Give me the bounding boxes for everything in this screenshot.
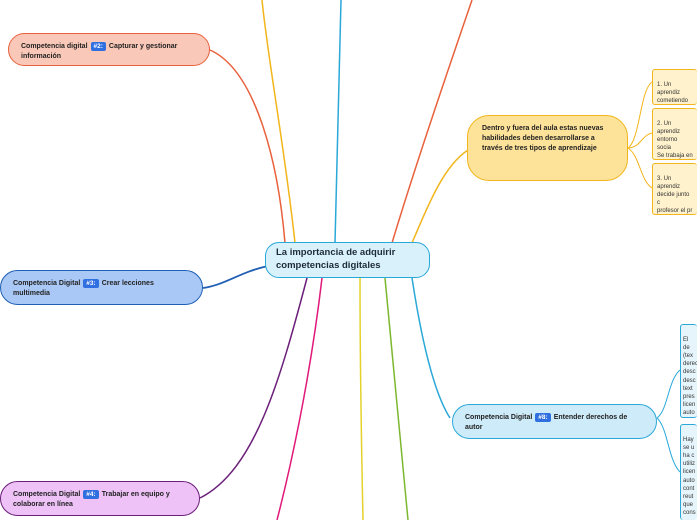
node-capturar-badge: #2:: [90, 42, 106, 52]
node-trabajar-equipo[interactable]: Competencia Digital#4:Trabajar en equipo…: [0, 481, 200, 516]
connector-leaf-aprendizaje-3: [627, 147, 653, 189]
connector-equipo: [199, 277, 308, 499]
leaf-aprendizaje-1[interactable]: 1. Un aprendiz cometiendo errores y volv: [652, 69, 697, 105]
leaf-aprendizaje-3-text: 3. Un aprendiz decide junto c profesor e…: [657, 176, 693, 215]
connector-aprendizaje: [411, 149, 469, 244]
leaf-autor-2-text: Hay se u ha c utiliz licen auto cont reu…: [683, 437, 696, 516]
node-lecciones-prefix: Competencia Digital: [13, 280, 81, 287]
connector-leaf-aprendizaje-1: [627, 81, 653, 149]
leaf-aprendizaje-2-text: 2. Un aprendiz entorno socia Se trabaja …: [657, 121, 693, 160]
connector-autor: [411, 277, 451, 419]
leaf-aprendizaje-1-text: 1. Un aprendiz cometiendo errores y volv: [657, 82, 689, 105]
leaf-autor-1-text: El de (tex derec desc desc text pres lic…: [683, 337, 697, 416]
connector-lecciones: [202, 265, 269, 289]
connector-leaf-aprendizaje-2: [627, 132, 653, 149]
leaf-autor-2[interactable]: Hay se u ha c utiliz licen auto cont reu…: [680, 424, 697, 520]
node-tipos-aprendizaje[interactable]: Dentro y fuera del aula estas nuevas hab…: [467, 115, 628, 181]
connector-bottom-magenta: [276, 277, 323, 520]
connector-top-blue: [334, 0, 342, 244]
connector-leaf-autor-1: [656, 369, 681, 419]
connector-top-orange: [261, 0, 296, 244]
node-equipo-prefix: Competencia Digital: [13, 491, 81, 498]
node-autor-label: Entender derechos de autor: [465, 414, 628, 432]
node-autor-prefix: Competencia Digital: [465, 414, 533, 421]
leaf-aprendizaje-3[interactable]: 3. Un aprendiz decide junto c profesor e…: [652, 163, 697, 215]
connector-leaf-autor-2: [656, 417, 681, 473]
node-aprendizaje-label: Dentro y fuera del aula estas nuevas hab…: [482, 125, 604, 153]
node-lecciones-label: Crear lecciones multimedia: [13, 280, 154, 298]
connector-top-red: [391, 0, 473, 244]
node-equipo-label: Trabajar en equipo y colaborar en línea: [13, 491, 170, 509]
connector-bottom-green: [384, 277, 409, 520]
connector-capturar: [209, 49, 286, 244]
node-capturar-label: Capturar y gestionar información: [21, 43, 178, 61]
leaf-aprendizaje-2[interactable]: 2. Un aprendiz entorno socia Se trabaja …: [652, 108, 697, 160]
leaf-autor-1[interactable]: El de (tex derec desc desc text pres lic…: [680, 324, 697, 418]
node-crear-lecciones[interactable]: Competencia Digital#3:Crear lecciones mu…: [0, 270, 203, 305]
central-topic[interactable]: La importancia de adquirir competencias …: [265, 242, 430, 278]
connector-bottom-yellow: [359, 277, 364, 520]
node-capturar-informacion[interactable]: Competencia digital#2:Capturar y gestion…: [8, 33, 210, 66]
node-lecciones-badge: #3:: [83, 279, 99, 289]
node-equipo-badge: #4:: [83, 490, 99, 500]
central-topic-title: La importancia de adquirir competencias …: [276, 247, 396, 271]
node-capturar-prefix: Competencia digital: [21, 43, 88, 50]
node-derechos-autor[interactable]: Competencia Digital#8:Entender derechos …: [452, 404, 657, 439]
node-autor-badge: #8:: [535, 413, 551, 423]
